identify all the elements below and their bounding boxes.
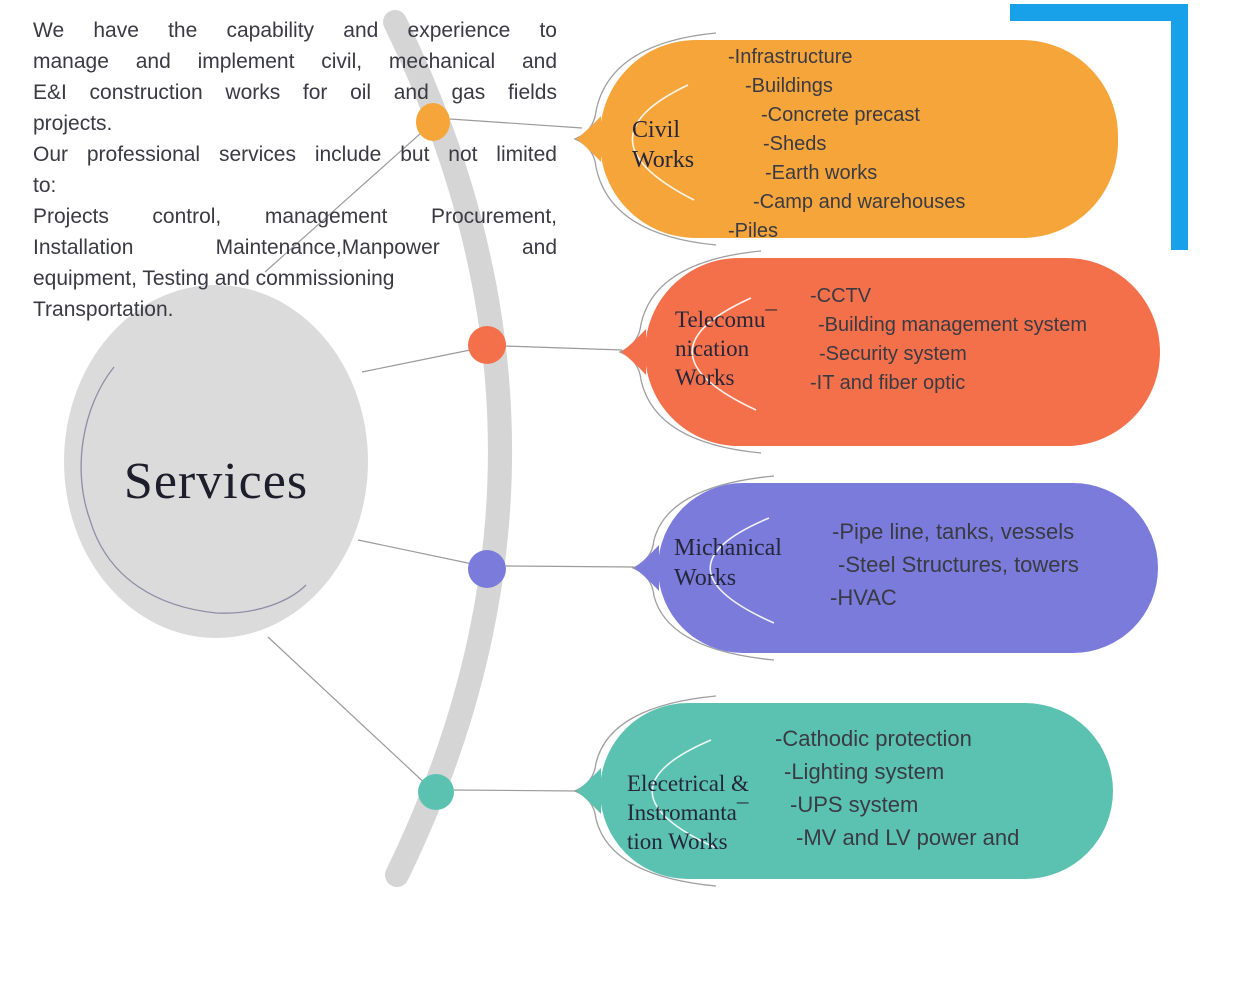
connector-node-to-civil-bubble [449,118,583,129]
intro-line: Transportation. [33,298,174,321]
connector-circle-to-mechanical-node [357,539,483,567]
civil-node-dot [416,103,450,141]
intro-line: E&I construction works for oil and gas f… [33,81,557,104]
bubble-item: -Building management system [818,314,1088,336]
bubble-item: -Concrete precast [761,104,920,126]
bubble-item: -Infrastructure [728,46,853,68]
connector-circle-to-civil-node [264,124,431,273]
bubble-label: Civil Works [632,117,695,173]
connector-circle-to-telecom-node [361,347,481,373]
bubble-telecommunication-works: Telecomu¯ nication Works -CCTV -Building… [618,250,1160,454]
bubble-item: -Buildings [745,75,833,97]
bubble-item: -Steel Structures, towers [838,552,1079,577]
bubble-item: -Security system [819,343,967,365]
intro-line: Projects control, management Procurement… [33,205,557,228]
bubble-item: -IT and fiber optic [810,372,966,394]
intro-line: We have the capability and experience to [33,19,557,42]
intro-line: to: [33,174,57,197]
bubble-item: -Pipe line, tanks, vessels [832,519,1075,544]
connector-circle-to-electrical-node [267,636,431,789]
connector-lines [264,118,635,792]
bubble-item-list: -Pipe line, tanks, vessels -Steel Struct… [658,515,1158,614]
bubble-mechanical-works: Michanical Works -Pipe line, tanks, vess… [631,475,1158,661]
intro-paragraph: We have the capability and experience to… [33,15,557,325]
bubble-item-list: -Infrastructure -Buildings -Concrete pre… [600,43,1118,246]
bubble-item: -UPS system [790,792,919,817]
bubble-label: Telecomu¯ nication Works [675,307,777,390]
intro-line: manage and implement civil, mechanical a… [33,50,557,73]
bubble-item-list: -CCTV -Building management system -Secur… [645,282,1160,398]
bubble-label: Elecetrical & Instromanta¯ tion Works [627,771,749,854]
bubble-item: -Piles [728,220,779,242]
bubble-civil-works: Civil Works -Infrastructure -Buildings -… [573,32,1118,246]
circle-arc-path [80,366,307,614]
bubble-item: -Earth works [765,162,878,184]
intro-line: projects. [33,112,113,135]
bubble-item-list: -Cathodic protection -Lighting system -U… [600,722,1113,854]
intro-line: equipment, Testing and commissioning [33,267,395,290]
services-title: Services [123,453,309,510]
timeline-arc [383,10,512,887]
bubble-electrical-instrumentation-works: Elecetrical & Instromanta¯ tion Works -C… [573,695,1113,887]
bubble-item: -MV and LV power and [796,825,1020,850]
bubble-item: -Camp and warehouses [753,191,966,213]
bubble-item: -Cathodic protection [775,726,972,751]
connector-node-to-electrical-bubble [453,789,579,792]
intro-line: Our professional services include but no… [33,143,557,166]
connector-node-to-telecom-bubble [504,345,623,351]
connector-node-to-mechanical-bubble [505,565,635,568]
circle-inner-arc [80,366,307,614]
bubble-item: -CCTV [810,285,872,307]
corner-accent-side-bar [1171,4,1188,250]
mechanical-node-dot [468,550,506,588]
bubble-item: -HVAC [830,585,897,610]
bubble-item: -Sheds [763,133,827,155]
corner-accent-top-bar [1010,4,1188,21]
services-circle: Services [64,285,368,638]
electrical-node-dot [418,774,454,810]
intro-line: Installation Maintenance,Manpower and [33,236,557,259]
bubble-label: Michanical Works [674,535,782,591]
telecom-node-dot [468,326,506,364]
bubble-item: -Lighting system [784,759,945,784]
